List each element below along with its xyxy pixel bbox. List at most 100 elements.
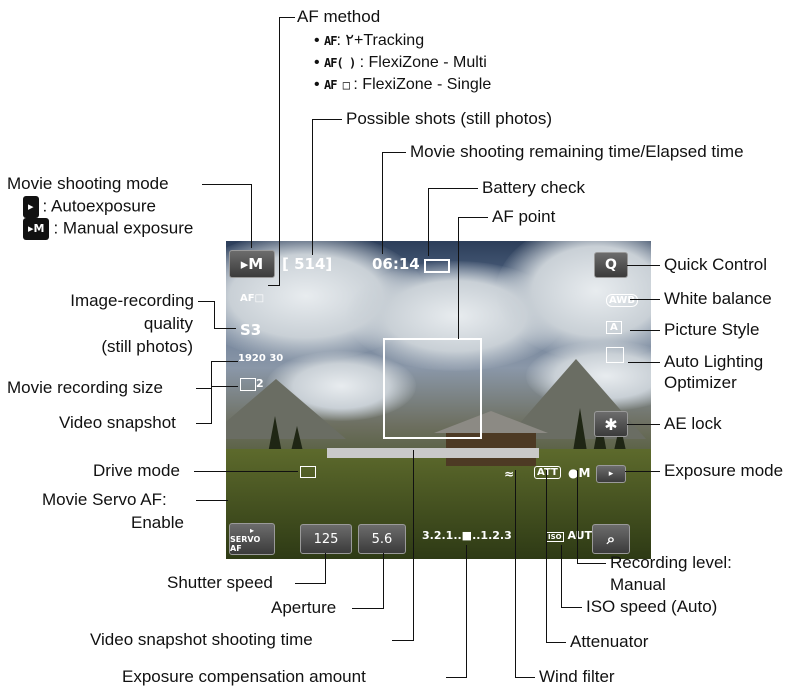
aperture-button[interactable]: 5.6: [358, 524, 406, 554]
label-picture-style: Picture Style: [664, 320, 760, 339]
possible-shots-readout: [ 514]: [282, 255, 333, 273]
leader-line: [194, 471, 298, 472]
leader-line: [458, 217, 459, 339]
label-exposure-mode: Exposure mode: [664, 461, 784, 480]
label-aperture: Aperture: [271, 598, 337, 617]
leader-line: [627, 424, 660, 425]
label-movie-mode: Movie shooting mode: [7, 174, 169, 193]
leader-line: [428, 188, 429, 256]
mountain: [226, 379, 346, 439]
leader-line: [279, 17, 280, 285]
label-white-balance: White balance: [664, 289, 772, 308]
movie-time-readout: 06:14: [372, 255, 420, 273]
drive-mode-icon: [300, 466, 316, 478]
mode-auto-text: : Autoexposure: [42, 196, 156, 216]
leader-line: [202, 184, 252, 185]
af-option-flexizone-single: • AF □ : FlexiZone - Single: [314, 76, 492, 93]
snapshot-time-bar: [327, 448, 539, 458]
white-balance-readout: AWB: [606, 294, 638, 307]
label-mode-manual: ▸M: Manual exposure: [23, 218, 193, 240]
leader-line: [577, 563, 606, 564]
movie-servo-af-button[interactable]: ▸ SERVO AF: [229, 523, 275, 555]
label-af-point: AF point: [492, 207, 556, 226]
manual-exposure-icon: ▸M: [23, 218, 50, 240]
leader-line: [383, 553, 384, 609]
live-view-screen: ▸M [ 514] 06:14 Q AF□ S3 1920 30 2 AWB A…: [226, 241, 651, 559]
leader-line: [446, 677, 467, 678]
af-code: AF( ): [324, 56, 356, 70]
af-method-readout: AF□: [240, 293, 265, 304]
label-snapshot-time: Video snapshot shooting time: [90, 630, 313, 649]
leader-line: [515, 470, 516, 678]
quick-control-label: Q: [605, 257, 617, 273]
magnify-icon: ⌕: [606, 530, 616, 548]
autoexposure-icon: ▸: [23, 196, 39, 218]
aperture-value: 5.6: [371, 531, 393, 547]
leader-line: [382, 152, 383, 254]
label-rec-level-line1: Recording level:: [610, 553, 732, 572]
movie-size-width: 1920: [238, 353, 266, 364]
label-wind-filter: Wind filter: [539, 667, 615, 686]
wind-filter-icon: ≈: [504, 467, 515, 481]
movie-mode-label: M: [248, 255, 264, 273]
movie-size-readout: 1920 30: [238, 353, 283, 364]
label-exp-comp: Exposure compensation amount: [122, 667, 366, 686]
leader-line: [458, 217, 488, 218]
leader-line: [211, 386, 238, 387]
label-iq-line2: quality: [143, 314, 193, 333]
label-iq-line3: (still photos): [101, 337, 193, 356]
alo-icon: [606, 347, 624, 363]
picture-style-value: A: [610, 322, 618, 333]
movie-camera-icon: ▸: [240, 255, 249, 273]
exposure-compensation-scale: 3.2.1..■..1.2.3: [422, 529, 512, 542]
af-code: AF: [324, 34, 337, 48]
quick-control-button[interactable]: Q: [594, 252, 628, 278]
leader-line: [413, 450, 414, 641]
iso-tag: ISO: [546, 532, 564, 542]
leader-line: [196, 423, 212, 424]
label-alo-line1: Auto Lighting: [664, 352, 764, 371]
label-video-snapshot: Video snapshot: [59, 413, 176, 432]
af-option-text: : FlexiZone - Multi: [359, 54, 487, 71]
af-code: AF □: [324, 78, 350, 92]
af-point-frame: [383, 338, 482, 439]
leader-line: [515, 677, 535, 678]
leader-line: [428, 188, 478, 189]
mode-manual-text: : Manual exposure: [53, 218, 194, 238]
video-snapshot-readout: 2: [240, 377, 264, 391]
label-battery: Battery check: [482, 178, 585, 197]
magnify-button[interactable]: ⌕: [592, 524, 630, 554]
movie-servo-icon: ▸: [249, 525, 254, 535]
label-iso: ISO speed (Auto): [586, 597, 718, 616]
leader-line: [630, 330, 660, 331]
ae-lock-button[interactable]: ✱: [594, 411, 628, 437]
leader-line: [546, 642, 566, 643]
label-drive-mode: Drive mode: [93, 461, 180, 480]
leader-line: [382, 152, 406, 153]
movie-servo-label: SERVO AF: [230, 534, 261, 553]
label-iq-line1: Image-recording: [70, 291, 194, 310]
leader-line: [279, 17, 295, 18]
leader-line: [268, 285, 280, 286]
label-mode-auto: ▸: Autoexposure: [23, 196, 156, 218]
video-snapshot-icon: [240, 377, 256, 391]
af-option-face-tracking: • AF: ٢+Tracking: [314, 32, 425, 49]
label-attenuator: Attenuator: [570, 632, 649, 651]
leader-line: [627, 265, 660, 266]
leader-line: [630, 299, 660, 300]
barn-roof: [434, 411, 548, 433]
leader-line: [546, 470, 547, 643]
shutter-speed-button[interactable]: 125: [300, 524, 352, 554]
attenuator-badge: ATT: [534, 466, 561, 479]
battery-icon: [424, 259, 450, 273]
exposure-mode-button[interactable]: ▸: [596, 465, 626, 483]
label-possible-shots: Possible shots (still photos): [346, 109, 552, 128]
label-quick-control: Quick Control: [664, 255, 767, 274]
af-option-text: : FlexiZone - Single: [353, 76, 492, 93]
leader-line: [211, 386, 212, 424]
leader-line: [392, 640, 414, 641]
movie-mode-button[interactable]: ▸M: [229, 250, 275, 278]
label-alo-line2: Optimizer: [664, 373, 737, 392]
picture-style-readout: A: [606, 321, 622, 334]
leader-line: [211, 361, 212, 389]
